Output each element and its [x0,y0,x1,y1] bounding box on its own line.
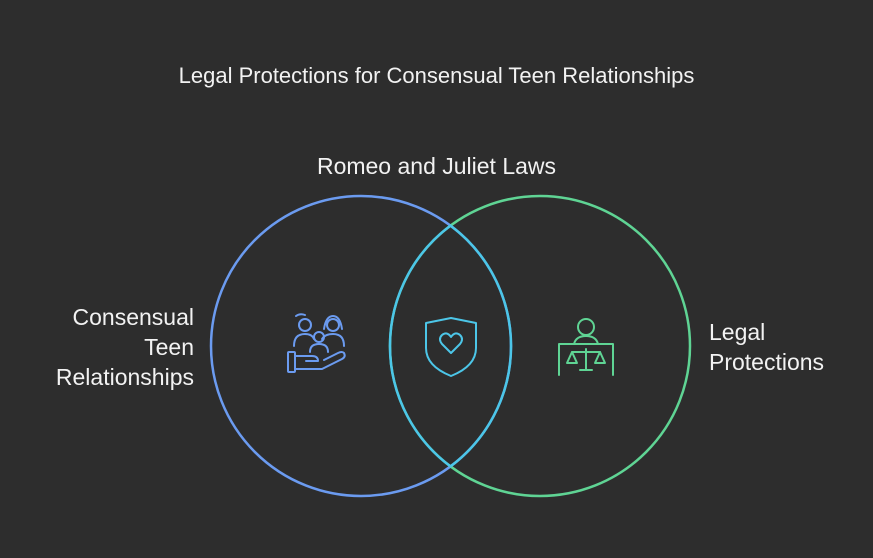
intersection-label: Romeo and Juliet Laws [316,153,557,179]
right-set-label-line: Legal [709,319,766,345]
left-set-label-line: Consensual [72,304,194,330]
left-set-label: Consensual Teen Relationships [56,302,194,392]
family-hand-icon [287,313,346,373]
right-set-label: Legal Protections [709,317,824,377]
left-set-circle [209,194,513,498]
right-set-circle [388,194,692,498]
diagram-title: Legal Protections for Consensual Teen Re… [178,63,695,88]
right-set-label-line: Protections [709,349,825,375]
left-set-label-line: Relationships [55,364,194,390]
shield-heart-icon [425,317,477,377]
left-set-label-line: Teen [144,334,194,360]
judge-scales-icon [558,318,614,376]
intersection-outline [388,224,513,468]
